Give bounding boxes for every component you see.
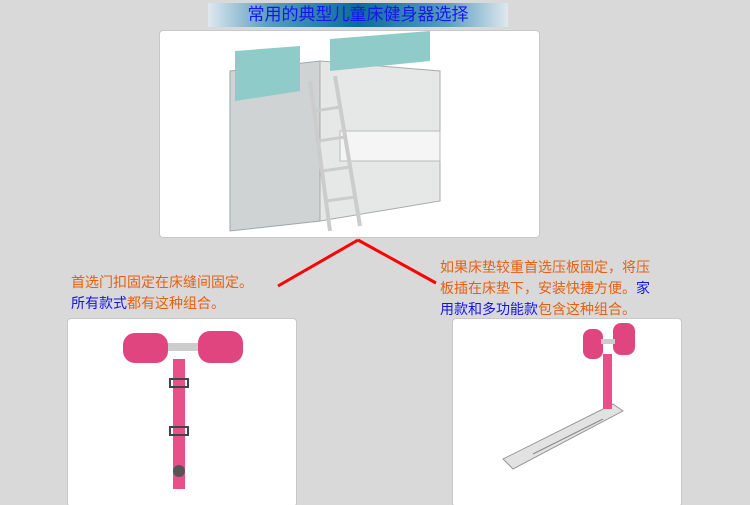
- left-caption: 首选门扣固定在床缝间固定。 所有款式都有这种组合。: [71, 273, 301, 315]
- press-plate-product-image: [452, 318, 682, 505]
- caption-text: 包含这种组合。: [538, 302, 636, 318]
- page-title: 常用的典型儿童床健身器选择: [208, 3, 508, 27]
- bunk-bed-image: [159, 30, 540, 238]
- caption-highlight: 家: [636, 281, 650, 297]
- caption-line: 所有款式都有这种组合。: [71, 294, 301, 315]
- door-clip-product-image: [67, 318, 297, 505]
- caption-text: 板插在床垫下，安装快捷方便。: [440, 281, 636, 297]
- caption-text: 都有这种组合。: [127, 296, 225, 312]
- right-caption: 如果床垫较重首选压板固定，将压 板插在床垫下，安装快捷方便。家 用款和多功能款包…: [440, 258, 710, 321]
- caption-line: 用款和多功能款包含这种组合。: [440, 300, 710, 321]
- caption-highlight: 用款和多功能款: [440, 302, 538, 318]
- caption-line: 首选门扣固定在床缝间固定。: [71, 275, 253, 291]
- caption-highlight: 所有款式: [71, 296, 127, 312]
- caption-line: 如果床垫较重首选压板固定，将压: [440, 260, 650, 276]
- caption-line: 板插在床垫下，安装快捷方便。家: [440, 279, 710, 300]
